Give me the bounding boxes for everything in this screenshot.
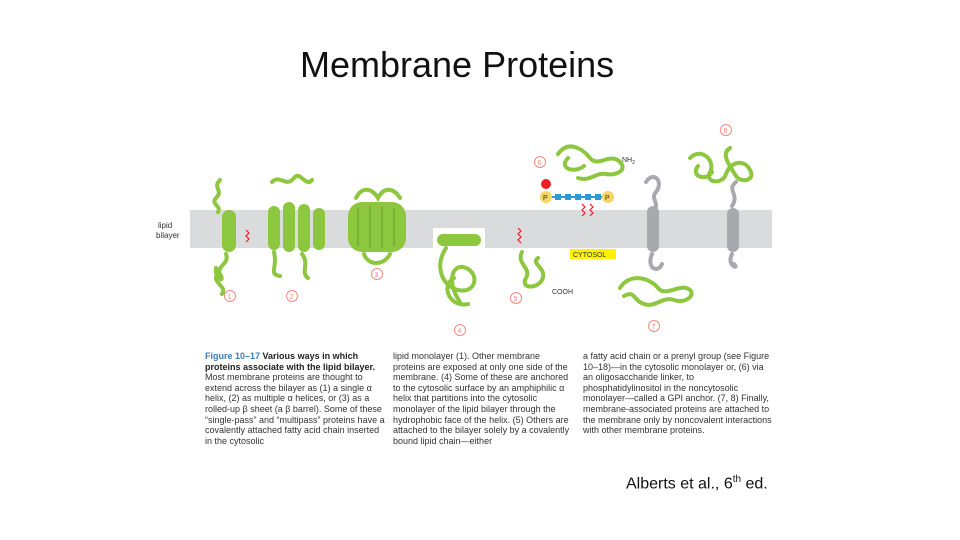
cytosol-label: CYTOSOL [573, 252, 606, 259]
source-credit: Alberts et al., 6th ed. [626, 474, 768, 493]
svg-text:4: 4 [458, 328, 462, 335]
protein-7-peripheral [620, 278, 692, 305]
marker-8: 8 [721, 125, 732, 136]
phosphate-right-label: P [605, 195, 610, 202]
svg-text:6: 6 [538, 160, 542, 167]
svg-text:8: 8 [724, 128, 728, 135]
marker-2: 2 [287, 291, 298, 302]
protein-4-amphiphilic-helix [437, 234, 481, 304]
marker-1: 1 [225, 291, 236, 302]
phosphate-left-label: P [543, 195, 548, 202]
membrane-protein-diagram: lipid bilayer [150, 118, 790, 348]
caption-text-3: a fatty acid chain or a prenyl group (se… [583, 351, 772, 435]
caption-column-2: lipid monolayer (1). Other membrane prot… [393, 351, 573, 446]
caption-text-2: lipid monolayer (1). Other membrane prot… [393, 351, 569, 446]
svg-text:1: 1 [228, 294, 232, 301]
svg-text:7: 7 [652, 324, 656, 331]
marker-5: 5 [511, 293, 522, 304]
protein-5-lipid-anchored [521, 252, 544, 287]
svg-text:5: 5 [514, 296, 518, 303]
marker-3: 3 [372, 269, 383, 280]
protein-6-gpi-anchored [558, 146, 623, 178]
credit-superscript: th [733, 474, 741, 485]
protein-3-beta-barrel [348, 190, 406, 263]
marker-7: 7 [649, 321, 660, 332]
cooh-label: COOH [552, 289, 573, 296]
marker-4: 4 [455, 325, 466, 336]
bilayer-label-line2: bilayer [156, 231, 180, 240]
svg-text:3: 3 [375, 272, 379, 279]
figure-label: Figure 10–17 [205, 351, 260, 361]
slide-title: Membrane Proteins [300, 44, 614, 86]
caption-text-1: Most membrane proteins are thought to ex… [205, 372, 385, 446]
bilayer-label-line1: lipid [158, 221, 172, 230]
svg-text:2: 2 [290, 294, 294, 301]
protein-8-peripheral [690, 148, 751, 181]
marker-6: 6 [535, 157, 546, 168]
caption-column-1: Figure 10–17 Various ways in which prote… [205, 351, 387, 446]
glycan-node [541, 179, 551, 189]
credit-suffix: ed. [741, 475, 768, 492]
credit-text: Alberts et al., 6 [626, 475, 733, 492]
caption-column-3: a fatty acid chain or a prenyl group (se… [583, 351, 773, 436]
protein-8-grey-transmembrane [727, 182, 739, 267]
